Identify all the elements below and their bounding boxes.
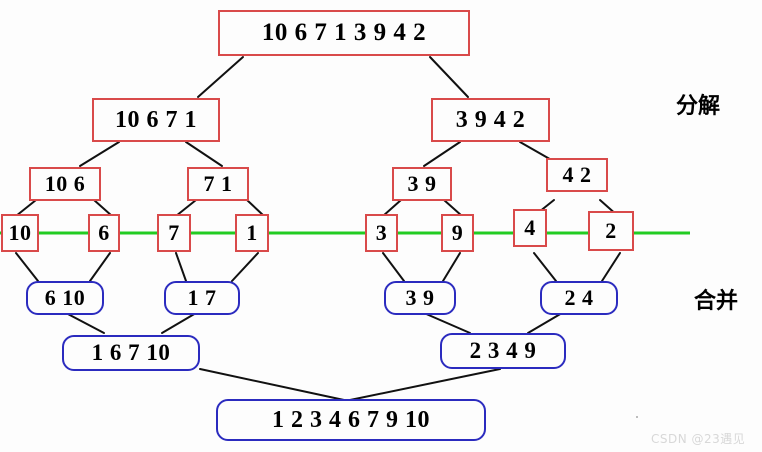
watermark-text: CSDN @23遇见 [651,432,746,446]
node-leaf-3-value: 3 [375,220,388,245]
node-merge-ll-values: 6 10 [44,285,86,310]
connector-splitr-left [423,141,461,167]
node-split-left: 10 6 7 1 [92,98,220,142]
node-merge-left-values: 1 6 7 10 [91,340,171,365]
node-merge-lr: 1 7 [164,281,240,315]
node-split-right-values: 3 9 4 2 [455,106,526,133]
node-leaf-4: 4 [513,209,547,247]
connector-mergell-down [65,312,105,334]
node-leaf-7-value: 7 [168,220,180,245]
connector-merger-down [349,368,501,401]
connector-leaf3-up [175,252,187,282]
node-split-rr-values: 4 2 [562,162,592,187]
connector-splitl-right [185,141,223,167]
node-leaf-4-value: 4 [524,215,536,240]
node-leaf-2: 2 [588,211,634,251]
node-leaf-10: 10 [1,214,39,252]
connector-mergerl-down [423,312,471,334]
node-leaf-1: 1 [235,214,269,252]
node-split-left-values: 10 6 7 1 [115,106,197,133]
phase-label-divide: 分解 [676,88,720,120]
node-merge-rl: 3 9 [384,281,456,315]
node-leaf-9-value: 9 [451,220,464,245]
node-merge-ll: 6 10 [26,281,104,315]
node-merge-left: 1 6 7 10 [62,335,200,371]
node-merge-root-values: 1 2 3 4 6 7 9 10 [272,406,430,433]
node-root-values: 10 6 7 1 3 9 4 2 [261,19,427,46]
node-merge-rl-values: 3 9 [405,285,435,310]
node-merge-rr: 2 4 [540,281,618,315]
connector-leaf2-up [89,252,111,282]
phase-label-merge: 合并 [694,283,738,315]
connector-splitl-left [79,141,120,167]
connector-leaf1-up [15,252,39,282]
connector-leaf7-up [533,252,557,282]
connector-mergel-down [199,368,345,401]
node-leaf-9: 9 [441,214,474,252]
phase-label-divide-text: 分解 [676,94,721,119]
node-merge-root: 1 2 3 4 6 7 9 10 [216,399,486,441]
stray-dot-mark [636,416,638,418]
node-split-lr: 7 1 [187,167,249,201]
node-leaf-6: 6 [88,214,120,252]
connector-leaf4-up [231,252,259,282]
connector-mergelr-down [161,312,197,334]
node-split-rl: 3 9 [392,167,452,201]
node-merge-right-values: 2 3 4 9 [469,338,537,363]
node-split-ll: 10 6 [29,167,101,201]
node-leaf-6-value: 6 [98,220,110,245]
node-leaf-7: 7 [157,214,191,252]
connector-leaf8-up [601,252,621,282]
node-split-rl-values: 3 9 [407,171,437,196]
node-split-lr-values: 7 1 [203,171,233,196]
node-merge-lr-values: 1 7 [187,285,217,310]
node-leaf-1-value: 1 [246,220,258,245]
node-split-rr: 4 2 [546,158,608,192]
node-leaf-3: 3 [365,214,398,252]
connector-root-right [429,56,469,98]
node-leaf-10-value: 10 [8,220,32,245]
node-leaf-2-value: 2 [605,218,617,243]
node-merge-right: 2 3 4 9 [440,333,566,369]
connector-leaf6-up [442,252,461,282]
phase-label-merge-text: 合并 [694,289,739,314]
node-root: 10 6 7 1 3 9 4 2 [218,10,470,56]
node-split-right: 3 9 4 2 [431,98,550,142]
connector-root-left [197,56,244,98]
watermark: CSDN @23遇见 [651,430,745,447]
node-merge-rr-values: 2 4 [564,285,594,310]
node-split-ll-values: 10 6 [44,171,86,196]
connector-leaf5-up [382,252,405,282]
connector-mergerr-down [527,312,563,334]
